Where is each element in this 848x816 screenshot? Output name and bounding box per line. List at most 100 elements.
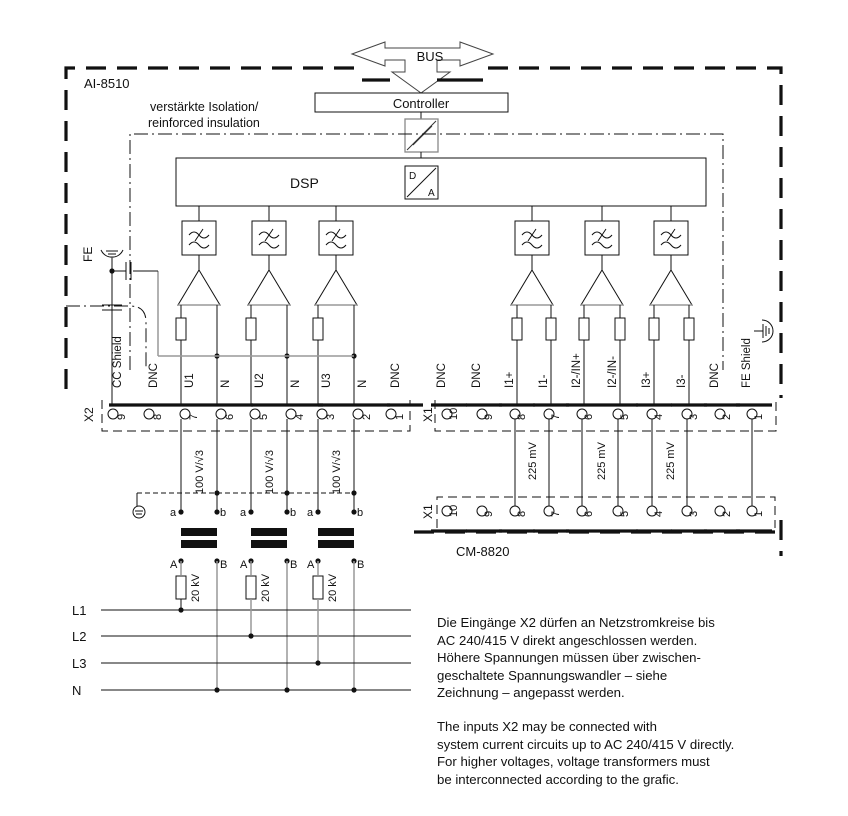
resistor-icon <box>545 317 557 341</box>
x2-pin-label: U3 <box>321 373 333 388</box>
cm-pin-number: 7 <box>550 511 562 517</box>
l2-junction <box>248 633 254 639</box>
x1-pin-label: DNC <box>709 363 721 388</box>
x2-terminal-pin <box>385 408 397 420</box>
cm-terminal-pin <box>714 505 726 517</box>
x1-pin-number: 1 <box>753 414 765 420</box>
neutral-junction <box>214 687 220 693</box>
voltage-range-label: 100 V/√3 <box>331 450 343 494</box>
fuse-rating-label: 20 kV <box>260 573 272 602</box>
x2-terminal-pin <box>215 408 227 420</box>
insulation-label-en: reinforced insulation <box>148 116 260 130</box>
x2-pin-number: 1 <box>394 414 406 420</box>
dsp-label: DSP <box>290 175 319 191</box>
fuse-icon <box>175 575 187 600</box>
x2-terminal-pin <box>352 408 364 420</box>
filter-wave-icon <box>591 228 613 249</box>
controller-block <box>314 92 509 113</box>
fuse-rating-label: 20 kV <box>327 573 339 602</box>
transformer-core-icon <box>318 540 354 548</box>
mains-line-label: L2 <box>72 629 86 644</box>
x2-pin-number: 9 <box>116 414 128 420</box>
cm-pin-number: 2 <box>721 511 733 517</box>
x1-pin-number: 5 <box>619 414 631 420</box>
terminal-a-dot <box>315 509 321 515</box>
fuse-icon <box>245 575 257 600</box>
x2-terminal-pin <box>316 408 328 420</box>
x1-connector-label: X1 <box>421 407 435 422</box>
terminal-B-label: B <box>290 559 297 571</box>
x1-pin-label: FE Shield <box>741 338 753 388</box>
x2-pin-number: 3 <box>325 414 337 420</box>
x2-terminal-outline <box>101 400 411 432</box>
x2-terminal-pin <box>285 408 297 420</box>
x1-pin-label: I2-/IN+ <box>571 353 583 388</box>
cm-terminal-pin <box>476 505 488 517</box>
controller-label: Controller <box>393 96 450 111</box>
filter-wave-icon <box>325 228 347 249</box>
x2-pin-label: N <box>220 380 232 388</box>
x2-terminal-pin <box>179 408 191 420</box>
resistor-icon <box>614 317 626 341</box>
transformer-core-icon <box>318 528 354 536</box>
bus-arrow-icon <box>350 41 495 94</box>
amplifier-icon <box>649 269 693 306</box>
resistor-icon <box>648 317 660 341</box>
x2-connector-label: X2 <box>82 407 96 422</box>
voltage-range-label: 100 V/√3 <box>264 450 276 494</box>
cm-pin-number: 8 <box>516 511 528 517</box>
resistor-icon <box>578 317 590 341</box>
terminal-b-dot <box>214 509 220 515</box>
cm-pin-number: 10 <box>448 505 460 517</box>
x2-terminal-pin <box>107 408 119 420</box>
neutral-junction <box>284 687 290 693</box>
lowpass-filter-icon <box>318 220 354 256</box>
dsp-block <box>175 157 707 207</box>
x1-pin-number: 7 <box>550 414 562 420</box>
x1-pin-number: 8 <box>516 414 528 420</box>
insulation-boundary-left <box>66 305 147 370</box>
lowpass-filter-icon <box>584 220 620 256</box>
lowpass-filter-icon <box>514 220 550 256</box>
current-range-label: 225 mV <box>665 441 677 480</box>
resistor-icon <box>175 317 187 341</box>
terminal-A-label: A <box>307 559 315 571</box>
filter-wave-icon <box>660 228 682 249</box>
bus-label: BUS <box>417 49 444 64</box>
neutral-junction <box>351 687 357 693</box>
terminal-b-label: b <box>290 507 296 519</box>
x2-terminal-pin <box>143 408 155 420</box>
cm-pin-number: 5 <box>619 511 631 517</box>
terminal-B-label: B <box>357 559 364 571</box>
lowpass-filter-icon <box>653 220 689 256</box>
x1-pin-number: 2 <box>721 414 733 420</box>
transformer-core-icon <box>251 528 287 536</box>
transformer-core-icon <box>251 540 287 548</box>
terminal-b-label: b <box>357 507 363 519</box>
terminal-B-label: B <box>220 559 227 571</box>
filter-wave-icon <box>258 228 280 249</box>
x2-pin-label: N <box>290 380 302 388</box>
x2-pin-label: CC Shield <box>112 336 124 388</box>
x2-pin-label: DNC <box>148 363 160 388</box>
amplifier-icon <box>177 269 221 306</box>
terminal-b-dot <box>284 509 290 515</box>
mains-line-label: L1 <box>72 603 86 618</box>
filter-wave-icon <box>521 228 543 249</box>
cm-pin-number: 1 <box>753 511 765 517</box>
cm-pin-number: 4 <box>653 511 665 517</box>
amplifier-icon <box>510 269 554 306</box>
x2-pin-label: N <box>357 380 369 388</box>
x1-pin-label: DNC <box>471 363 483 388</box>
resistor-icon <box>511 317 523 341</box>
x1-pin-number: 6 <box>583 414 595 420</box>
x2-pin-number: 7 <box>188 414 200 420</box>
x1-pin-label: I1+ <box>504 371 516 388</box>
x2-pin-number: 4 <box>294 414 306 420</box>
x1-pin-label: I3- <box>676 374 688 388</box>
x1-terminal-pin <box>441 408 453 420</box>
earth-ground-icon <box>132 505 146 519</box>
cm-pin-number: 9 <box>483 511 495 517</box>
l3-junction <box>315 660 321 666</box>
